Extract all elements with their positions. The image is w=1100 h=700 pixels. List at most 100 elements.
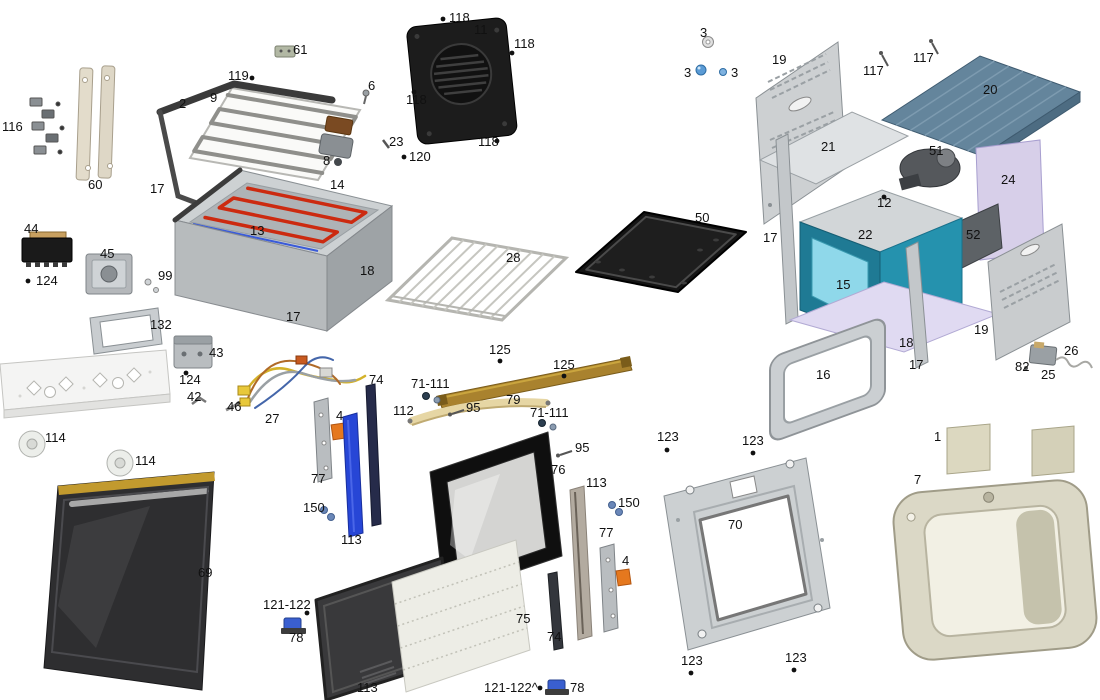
part-label-71-111: 71-111 <box>530 405 569 420</box>
part-label-74: 74 <box>369 372 383 387</box>
leader-dot <box>401 154 407 160</box>
part-11-fan-cover <box>406 17 518 145</box>
part-label-8: 8 <box>323 153 330 168</box>
part-label-3: 3 <box>700 25 707 40</box>
part-label-9: 9 <box>210 90 217 105</box>
part-label-45: 45 <box>100 246 114 261</box>
part-26-capillary-wire <box>1055 356 1093 369</box>
leader-dot <box>304 610 310 616</box>
part-77-hinge-plate-left <box>313 397 333 483</box>
part-74-strip-right <box>547 571 564 651</box>
part-45-ignition-module <box>85 253 133 295</box>
part-label-150: 150 <box>303 500 325 515</box>
leader-dot <box>791 667 797 673</box>
part-label-26: 26 <box>1064 343 1078 358</box>
part-51-fan-motor <box>898 148 961 191</box>
part-label-18: 18 <box>360 263 374 278</box>
leader-dot <box>688 670 694 676</box>
part-label-46: 46 <box>227 399 241 414</box>
part-label-60: 60 <box>88 177 102 192</box>
part-label-21: 21 <box>821 139 835 154</box>
part-label-121-122^: 121-122^ <box>484 680 539 695</box>
part-label-44: 44 <box>24 221 38 236</box>
leader-dot <box>440 16 446 22</box>
part-label-125: 125 <box>489 342 511 357</box>
part-label-61: 61 <box>293 42 307 57</box>
part-label-22: 22 <box>858 227 872 242</box>
part-label-150: 150 <box>618 495 640 510</box>
part-label-124: 124 <box>179 372 201 387</box>
part-13-oven-cavity <box>172 167 394 333</box>
part-label-123: 123 <box>657 429 679 444</box>
part-95-screw-right <box>556 450 573 458</box>
part-label-75: 75 <box>516 611 530 626</box>
part-label-79: 79 <box>506 392 520 407</box>
part-label-18: 18 <box>899 335 913 350</box>
part-71-111-fixings-right <box>538 419 557 431</box>
part-23-screw <box>382 139 390 149</box>
part-label-43: 43 <box>209 345 223 360</box>
part-label-11: 11 <box>474 22 488 37</box>
part-label-123: 123 <box>742 433 764 448</box>
part-label-71-111: 71-111 <box>411 376 450 391</box>
part-112-handle <box>407 398 551 426</box>
part-3-grommets <box>695 36 727 76</box>
part-label-17: 17 <box>150 181 164 196</box>
part-7-outer-casing <box>892 479 1098 661</box>
part-label-132: 132 <box>150 317 172 332</box>
leader-dot <box>25 278 31 284</box>
leader-dot <box>183 370 189 376</box>
part-label-114: 114 <box>135 453 156 468</box>
part-label-13: 13 <box>250 223 264 238</box>
part-8-element-terminal <box>318 115 354 166</box>
part-label-20: 20 <box>983 82 997 97</box>
part-25-thermostat <box>1024 341 1093 370</box>
part-label-77: 77 <box>599 525 613 540</box>
part-label-25: 25 <box>1041 367 1055 382</box>
part-label-113: 113 <box>341 532 362 547</box>
part-label-120: 120 <box>409 149 431 164</box>
part-label-113: 113 <box>357 680 378 695</box>
part-label-2: 2 <box>179 96 186 111</box>
part-label-42: 42 <box>187 389 201 404</box>
part-label-1: 1 <box>934 429 941 444</box>
part-label-3: 3 <box>731 65 738 80</box>
part-label-3: 3 <box>684 65 691 80</box>
part-label-118: 118 <box>514 36 535 51</box>
part-79-door-trim <box>436 356 633 409</box>
part-117-screws <box>879 39 939 67</box>
part-19-rear-panel-right <box>987 223 1071 361</box>
part-69-oven-door <box>43 471 215 691</box>
part-label-14: 14 <box>330 177 344 192</box>
part-label-114: 114 <box>45 430 66 445</box>
part-50-baking-tray <box>575 211 747 293</box>
part-label-17: 17 <box>763 230 777 245</box>
part-77-hinge-plate-right <box>599 543 619 633</box>
part-21-heat-shield <box>758 111 910 185</box>
part-label-118: 118 <box>449 10 470 25</box>
part-42-bracket <box>191 396 207 405</box>
part-label-51: 51 <box>929 143 943 158</box>
leader-dot <box>249 75 255 81</box>
leader-dot <box>494 138 500 144</box>
part-44-terminal-block <box>21 231 73 267</box>
leader-dot <box>750 450 756 456</box>
part-43-junction-box <box>173 335 213 369</box>
part-label-24: 24 <box>1001 172 1015 187</box>
part-116-hinge-hardware <box>29 97 65 155</box>
part-label-125: 125 <box>553 357 575 372</box>
part-label-116: 116 <box>2 119 23 134</box>
leader-dot <box>537 685 543 691</box>
part-95-screw-left <box>448 409 465 417</box>
part-label-124: 124 <box>36 273 58 288</box>
part-75-middle-glass <box>391 539 531 693</box>
part-label-78: 78 <box>289 630 303 645</box>
part-label-28: 28 <box>506 250 520 265</box>
part-label-17: 17 <box>909 357 923 372</box>
part-label-19: 19 <box>974 322 988 337</box>
part-71-111-fixings-left <box>422 392 441 404</box>
part-1-rear-tabs <box>946 423 1075 477</box>
part-76-outer-door-glass <box>429 431 563 597</box>
part-label-23: 23 <box>389 134 403 149</box>
